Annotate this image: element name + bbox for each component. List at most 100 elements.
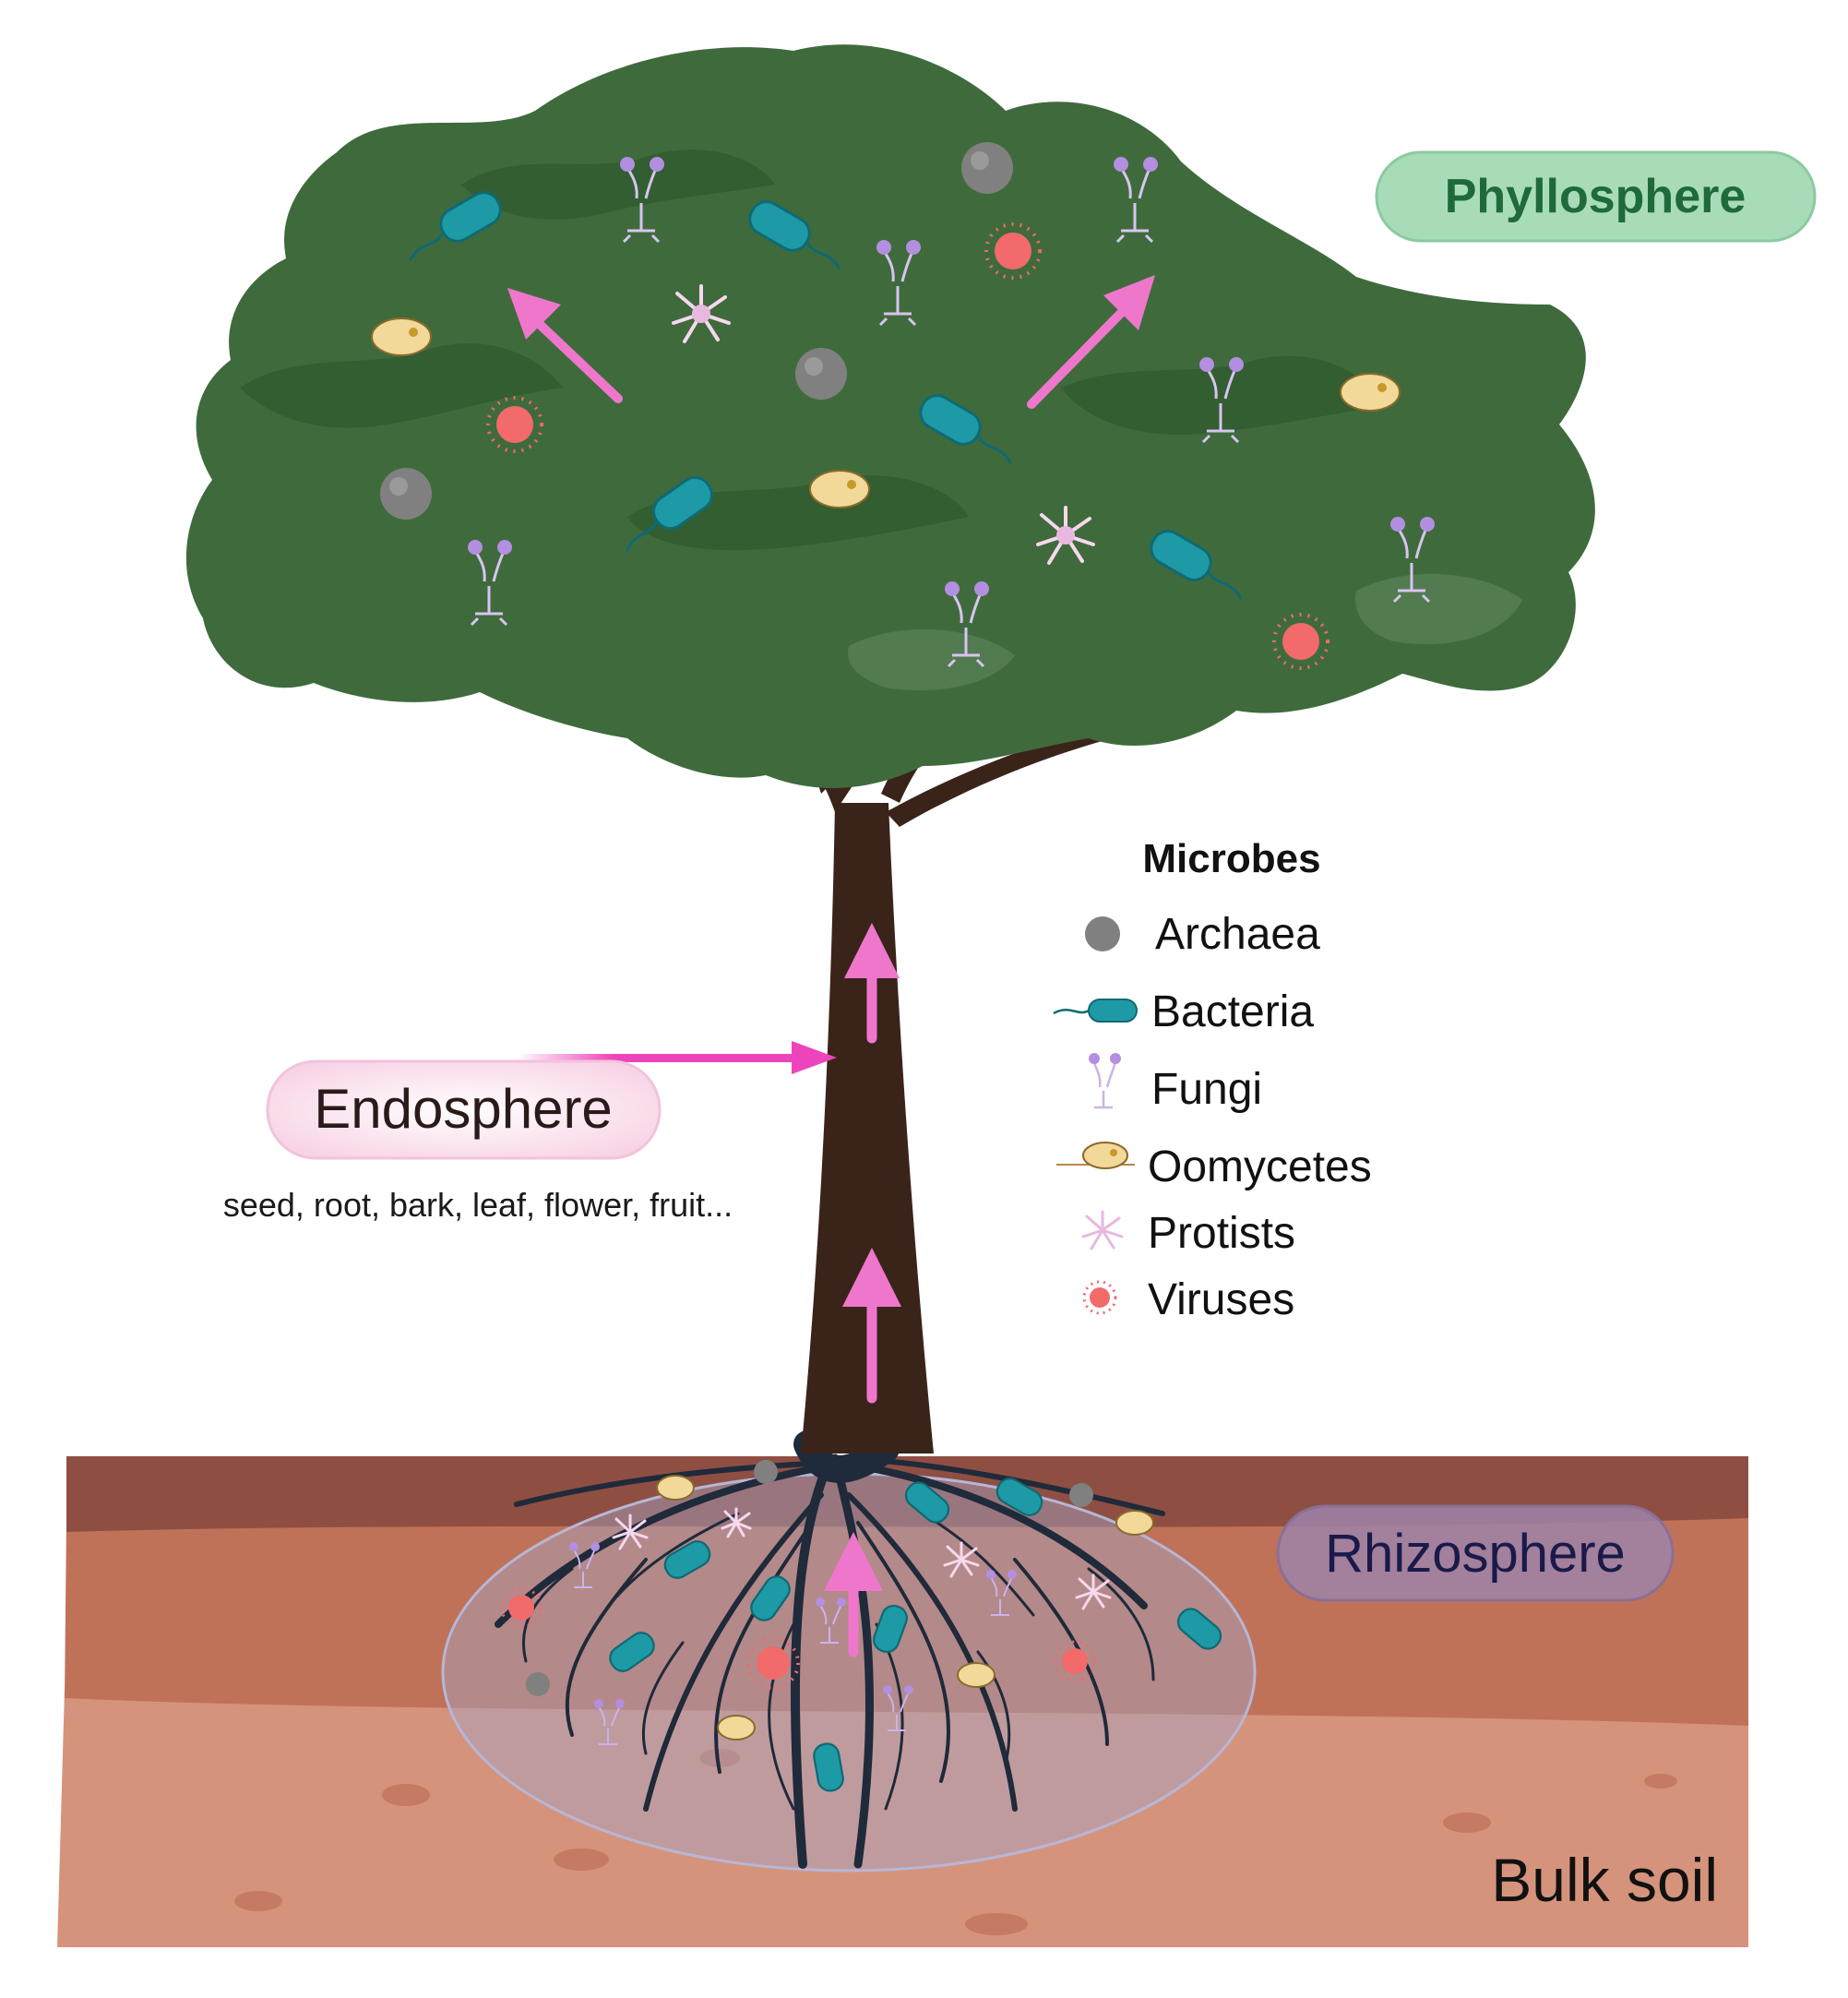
fungi-icon — [594, 1699, 625, 1745]
archaea-icon — [754, 1460, 778, 1484]
legend: Microbes Archaea Bacteria Fungi — [1053, 836, 1372, 1324]
microbes — [371, 142, 1435, 1792]
viruses-icon — [1272, 613, 1329, 670]
bacteria-icon — [873, 1604, 908, 1654]
bulk-soil-label: Bulk soil — [1491, 1846, 1718, 1914]
soil-pebble — [965, 1913, 1028, 1935]
legend-item-fungi: Fungi — [1089, 1053, 1262, 1114]
bacteria-icon — [663, 1540, 711, 1579]
legend-item-bacteria: Bacteria — [1053, 987, 1314, 1036]
oomycetes-icon — [1115, 1510, 1154, 1536]
protists-icon — [943, 1541, 980, 1578]
canopy-highlight — [1355, 573, 1522, 644]
arrow-icon — [1027, 275, 1155, 409]
soil-pebble — [1443, 1813, 1491, 1833]
bacteria-icon — [996, 1478, 1043, 1516]
canopy-shape — [185, 44, 1595, 788]
soil-pebble — [382, 1784, 430, 1806]
soil-pebble — [234, 1891, 282, 1911]
fungi-icon — [569, 1542, 600, 1588]
viruses-icon — [486, 396, 543, 453]
fungi-icon — [1199, 357, 1244, 444]
fungi-icon — [468, 540, 512, 627]
bacteria-icon — [748, 200, 841, 270]
protists-icon — [1036, 506, 1095, 565]
legend-item-label: Oomycetes — [1148, 1143, 1372, 1191]
fungi-icon — [620, 157, 664, 244]
archaea-icon — [795, 348, 847, 400]
oomycetes-icon — [1340, 373, 1401, 412]
arrow-icon — [824, 1532, 883, 1657]
oomycetes-icon — [957, 1662, 996, 1688]
canopy-shade — [240, 343, 563, 428]
bacteria-icon — [625, 475, 713, 553]
archaea-icon — [526, 1672, 550, 1696]
fungi-icon — [1390, 517, 1435, 604]
canopy-shade — [1061, 355, 1384, 435]
rhizosphere-badge: Rhizosphere — [1276, 1504, 1675, 1602]
protists-icon — [721, 1507, 752, 1538]
oomycetes-icon — [1056, 1142, 1135, 1169]
canopy — [185, 44, 1595, 788]
viruses-icon — [984, 222, 1042, 280]
arrow-icon — [507, 288, 623, 403]
soil-pebble — [554, 1848, 609, 1871]
legend-item-label: Viruses — [1148, 1275, 1294, 1324]
rhizosphere-label: Rhizosphere — [1325, 1524, 1626, 1584]
canopy-highlight — [848, 628, 1015, 691]
fungi-icon — [945, 581, 989, 668]
phyllosphere-badge: Phyllosphere — [1375, 150, 1817, 243]
flow-arrows — [507, 275, 1155, 1657]
archaea-icon — [1085, 916, 1120, 951]
legend-item-label: Bacteria — [1151, 987, 1314, 1036]
oomycetes-icon — [717, 1715, 756, 1741]
bacteria-icon — [750, 1575, 791, 1621]
bacteria-icon — [813, 1742, 844, 1792]
protists-icon — [672, 284, 731, 343]
phyllosphere-label: Phyllosphere — [1445, 170, 1747, 223]
archaea-icon — [380, 468, 432, 520]
oomycetes-icon — [809, 470, 870, 508]
protists-icon — [1075, 1573, 1112, 1610]
bacteria-icon — [904, 1481, 950, 1524]
endosphere-subtitle: seed, root, bark, leaf, flower, fruit... — [223, 1186, 733, 1224]
protists-icon — [1081, 1210, 1124, 1250]
legend-item-label: Fungi — [1151, 1065, 1262, 1114]
soil-pebble — [699, 1749, 740, 1767]
viruses-icon — [1054, 1640, 1096, 1682]
bacteria-icon — [609, 1632, 655, 1672]
trunk — [801, 803, 934, 1454]
protists-icon — [612, 1513, 649, 1550]
fungi-icon — [816, 1597, 846, 1644]
bacteria-icon — [919, 394, 1012, 464]
canopy-shade — [461, 149, 775, 220]
fungi-icon — [876, 240, 921, 327]
legend-item-viruses: Viruses — [1082, 1275, 1294, 1324]
legend-title: Microbes — [1142, 836, 1320, 881]
fungi-icon — [1114, 157, 1158, 244]
viruses-icon — [1082, 1280, 1117, 1315]
arrow-icon — [844, 923, 900, 1044]
bacteria-icon — [1176, 1608, 1222, 1650]
endosphere-arrow-icon — [517, 1041, 837, 1074]
bacteria-icon — [1053, 999, 1138, 1023]
bacteria-icon — [409, 191, 502, 261]
archaea-icon — [1069, 1483, 1093, 1507]
viruses-icon — [500, 1586, 542, 1629]
archaea-icon — [961, 142, 1013, 194]
endosphere-badge: Endosphere seed, root, bark, leaf, flowe… — [223, 1059, 733, 1224]
legend-item-protists: Protists — [1081, 1209, 1295, 1258]
legend-item-label: Archaea — [1155, 910, 1320, 959]
oomycetes-icon — [656, 1475, 695, 1501]
bacteria-icon — [1150, 530, 1243, 600]
legend-item-oomycetes: Oomycetes — [1056, 1142, 1372, 1191]
legend-item-label: Protists — [1148, 1209, 1295, 1258]
fungi-icon — [883, 1685, 913, 1731]
legend-item-archaea: Archaea — [1085, 910, 1320, 959]
oomycetes-icon — [371, 317, 432, 356]
arrow-icon — [842, 1248, 901, 1404]
soil-pebble — [1644, 1774, 1677, 1789]
endosphere-label: Endosphere — [314, 1078, 613, 1140]
fungi-icon — [986, 1570, 1017, 1616]
